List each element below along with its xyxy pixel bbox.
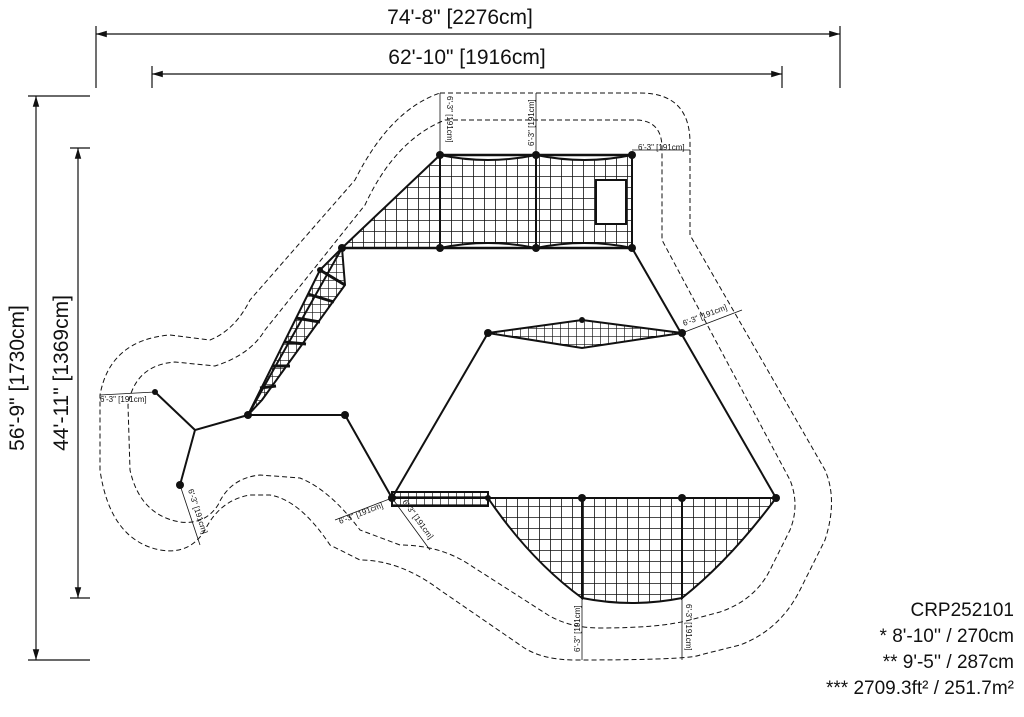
clearance-label-top-left: 6'-3" [191cm]: [445, 96, 454, 143]
inner-height-label: 44'-11" [1369cm]: [50, 295, 73, 451]
inner-width-label: 62'-10" [1916cm]: [388, 46, 545, 69]
spec-line-3: *** 2709.3ft² / 251.7m²: [826, 678, 1014, 699]
bottom-net-left: [486, 497, 583, 600]
spec-line-2: ** 9'-5'' / 287cm: [882, 652, 1014, 673]
clearance-label-top-right-a: 6'-3" [191cm]: [527, 99, 536, 146]
spec-line-1: * 8'-10'' / 270cm: [879, 626, 1014, 647]
top-deck-platform: [595, 179, 627, 225]
outer-safety-zone: [99, 92, 832, 661]
spec-legend: CRP252101 * 8'-10'' / 270cm ** 9'-5'' / …: [754, 598, 1014, 702]
dimension-lines: [28, 26, 841, 661]
bottom-net-center: [581, 497, 683, 604]
overall-width-label: 74'-8" [2276cm]: [387, 6, 533, 29]
clearance-label-left-a: 6'-3" [191cm]: [100, 395, 147, 404]
clearance-label-bottom-d: 6'-3" [191cm]: [684, 604, 693, 651]
top-net-triangle: [339, 152, 441, 249]
bottom-net-right: [681, 497, 778, 601]
model-number: CRP252101: [910, 600, 1014, 621]
clearance-label-bottom-a: 6'-3" [191cm]: [337, 501, 384, 526]
overall-height-label: 56'-9" [1730cm]: [6, 305, 29, 451]
top-net-panel-1: [439, 153, 537, 250]
cable-frame: [154, 247, 777, 499]
clearance-label-top-right-b: 6'-3" [191cm]: [638, 143, 685, 152]
clearance-ticks: [99, 93, 743, 660]
dimension-labels: 74'-8" [2276cm] 62'-10" [1916cm] 56'-9" …: [6, 6, 546, 451]
middle-diamond-net: [487, 318, 683, 350]
clearance-label-left-b: 6'-3" [191cm]: [186, 488, 209, 535]
inner-safety-zone: [127, 119, 796, 629]
clearance-label-bottom-c: 6'-3" [191cm]: [573, 605, 582, 652]
